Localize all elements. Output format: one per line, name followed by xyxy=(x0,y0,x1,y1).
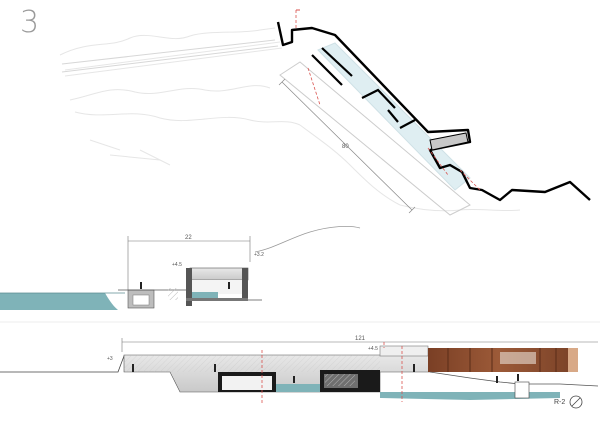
section-pool xyxy=(192,292,218,298)
long-upper-slab xyxy=(379,345,429,357)
north-arrow-icon xyxy=(569,395,583,409)
plan-dimension-label: 80 xyxy=(342,144,349,150)
long-section-cuts xyxy=(261,342,403,404)
north-arrow-needle xyxy=(571,397,581,407)
plan-dimension xyxy=(278,78,416,214)
section-interior xyxy=(192,280,242,294)
section-terrain xyxy=(254,225,361,253)
sea-water xyxy=(0,293,118,310)
person-figure xyxy=(228,282,230,289)
section-pier-inner xyxy=(132,294,150,306)
long-stairs xyxy=(325,374,355,386)
section-wall-left xyxy=(186,268,192,306)
long-level-right: +4.5 xyxy=(368,346,378,352)
long-step-block xyxy=(514,381,530,399)
section-roof xyxy=(189,267,249,281)
level-top-left: +4.5 xyxy=(172,262,182,268)
section-slab xyxy=(186,298,248,301)
long-rust-end xyxy=(568,348,578,372)
section-cut-lines xyxy=(295,10,481,191)
plan-interior-walls xyxy=(311,47,416,129)
long-facade-window xyxy=(500,352,536,364)
person-figure xyxy=(140,282,142,289)
drawing-code-label: R-2 xyxy=(554,399,565,406)
long-level-left: +3 xyxy=(107,356,113,362)
plan-wall-outline xyxy=(276,21,591,202)
long-terrain-right xyxy=(429,371,599,387)
plan-platform xyxy=(279,61,471,216)
long-section: 121 +3 +4.5 xyxy=(0,336,599,404)
long-void-1-floor xyxy=(222,376,272,390)
section-width-dimension xyxy=(127,236,251,290)
long-rust-facade xyxy=(428,348,568,372)
long-length-label: 121 xyxy=(355,336,366,342)
plan-grey-block xyxy=(429,132,469,151)
long-rust-mullions xyxy=(447,348,557,372)
drawing-code: R-2 xyxy=(554,395,583,409)
long-mass-texture xyxy=(124,355,380,372)
long-dimension xyxy=(121,338,598,352)
terrain-contours xyxy=(59,27,521,212)
long-water-1 xyxy=(276,384,320,392)
sheet-number: 3 xyxy=(20,5,40,40)
section-base-hatch xyxy=(168,288,178,300)
long-water-sea xyxy=(380,392,560,400)
site-plan: 80 xyxy=(59,9,591,216)
section-wall-right xyxy=(242,268,248,300)
cross-section: 22 +4.5 +3.2 xyxy=(0,225,361,310)
road xyxy=(61,39,279,73)
long-people xyxy=(132,364,519,383)
level-top-right: +3.2 xyxy=(254,252,264,258)
section-width-label: 22 xyxy=(185,235,192,241)
